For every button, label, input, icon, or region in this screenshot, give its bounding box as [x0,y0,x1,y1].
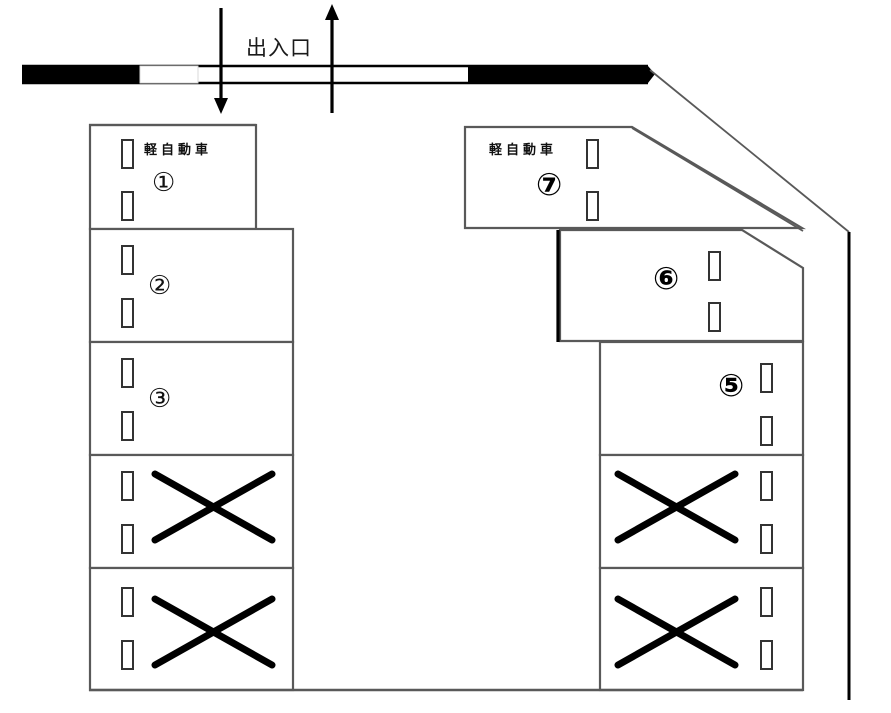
unavailable-x-marks [151,470,739,669]
wheel-stopper [121,245,134,275]
stall-box-left-5 [88,566,295,692]
road-kerb-right [468,66,655,83]
stall-1-number: ① [152,168,176,198]
x-mark-icon [151,470,276,544]
road-opening-gap [139,65,199,84]
x-mark-icon [614,470,739,544]
wheel-stopper [121,640,134,670]
wheel-stopper [121,139,134,169]
stall-2-number: ② [148,271,172,301]
wheel-stopper [121,524,134,554]
site-boundary-group [649,69,851,700]
boundary-diagonal-outer [649,69,850,233]
wheel-stopper [760,524,773,554]
stall-box-6 [558,228,805,343]
stall-box-7 [463,125,807,230]
stall-box-left-4 [88,453,295,570]
street-group [22,64,655,85]
stall-box-5 [598,340,805,457]
wheel-stopper [708,302,721,332]
entrance-arrows-group [214,4,339,114]
wheel-stopper [121,358,134,388]
stall-3-number: ③ [148,384,172,414]
wheel-stopper [121,471,134,501]
wheel-stopper [586,139,599,169]
stall-box-right-5 [598,566,805,692]
wheel-stopper [121,587,134,617]
wheel-stopper [760,416,773,446]
boundary-diagonal-inner [631,127,804,232]
wheel-stopper [586,191,599,221]
wheel-stopper [760,587,773,617]
wheel-stopper [760,363,773,393]
wheel-stopper [760,640,773,670]
stall-box-1 [88,123,258,231]
wheel-stopper [121,298,134,328]
wheel-stoppers-right [586,139,773,670]
stall-7-kei-label: 軽自動車 [489,143,558,158]
stall-5-number: ⑤ [718,368,745,404]
wheel-stopper [708,251,721,281]
stall-7-number: ⑦ [536,167,563,203]
wheel-stopper [760,471,773,501]
stall-box-3 [88,340,295,457]
road-kerb-left [22,66,140,83]
stall-6-number: ⑥ [653,261,680,297]
stall-1-kei-label: 軽自動車 [144,143,213,158]
wheel-stoppers-left [121,139,134,670]
arrow-up-icon [325,4,339,113]
entrance-label: 出入口 [246,36,312,60]
wheel-stopper [121,411,134,441]
arrow-down-icon [214,8,228,114]
stall-box-2 [88,227,295,344]
wheel-stopper [121,191,134,221]
x-mark-icon [614,595,739,669]
x-mark-icon [151,595,276,669]
